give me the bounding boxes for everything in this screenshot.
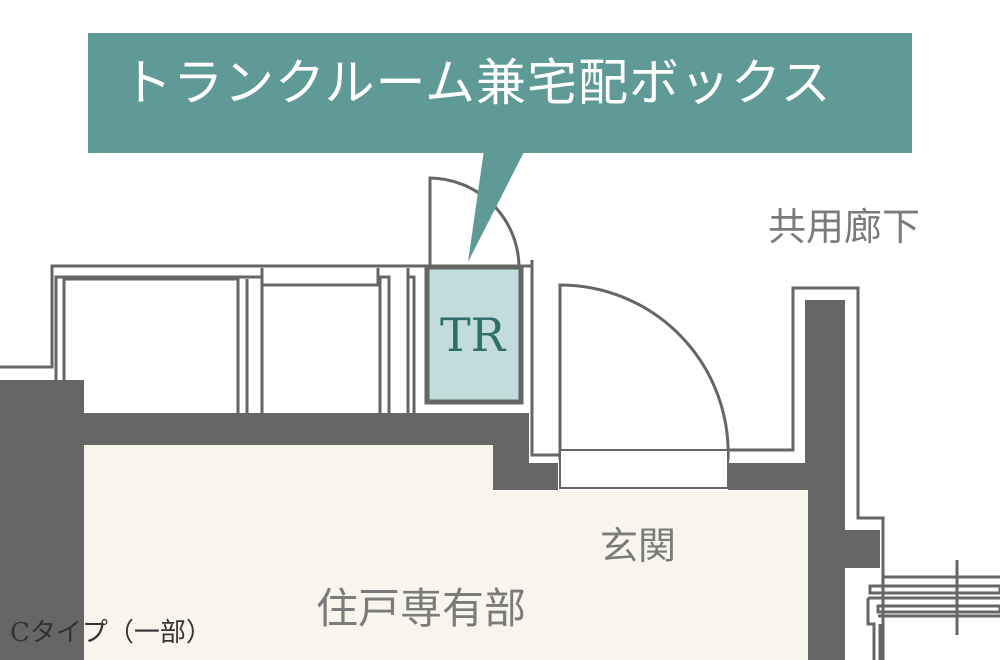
callout-box — [88, 33, 912, 153]
outer-outline-left — [0, 264, 560, 457]
wall-left-block — [0, 380, 558, 660]
unit-type-label: Cタイプ（一部） — [10, 618, 212, 648]
liner-1 — [54, 275, 262, 413]
entrance-outline-right — [728, 286, 885, 660]
callout-pointer — [468, 150, 525, 262]
wall-right-column — [728, 300, 880, 660]
trunk-room-label: TR — [440, 308, 506, 362]
private-area-label: 住戸専有部 — [316, 584, 527, 633]
callout-title: トランクルーム兼宅配ボックス — [122, 54, 832, 112]
liner-6 — [378, 275, 391, 413]
liner-8 — [408, 275, 416, 413]
common-corridor-label: 共用廊下 — [768, 205, 921, 249]
liner-2 — [62, 277, 240, 413]
private-area-floor — [84, 445, 808, 660]
entrance-label: 玄関 — [600, 524, 677, 568]
window-lines — [866, 560, 1000, 660]
trunk-room-box — [424, 264, 524, 405]
entrance-sill — [559, 449, 729, 489]
entrance-door-swing — [558, 283, 730, 461]
liner-5 — [262, 268, 380, 287]
